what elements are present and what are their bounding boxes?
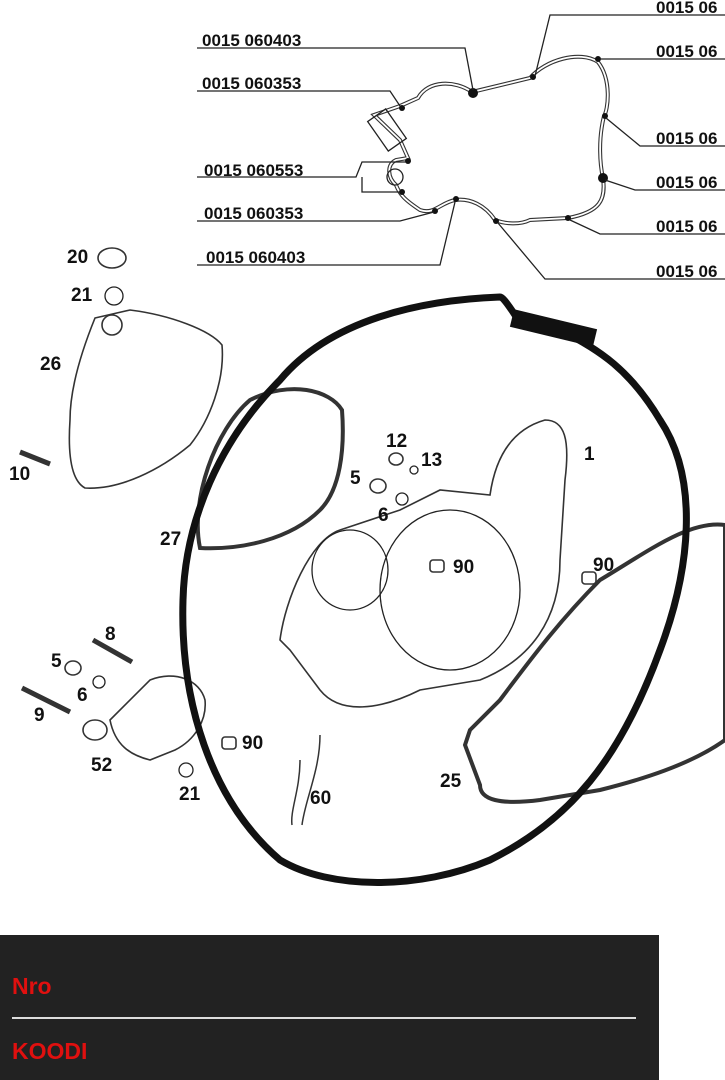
part-number: 52 — [91, 755, 112, 776]
part-number: 5 — [51, 651, 62, 672]
bolt — [19, 449, 51, 467]
top-gasket — [197, 14, 725, 280]
ignition-cover — [279, 419, 568, 708]
exploded-parts-diagram: 0015 060403 0015 060353 0015 060553 0015… — [9, 0, 725, 886]
marker-circle-annotation — [179, 293, 690, 886]
callout-label: 0015 06 — [656, 262, 717, 281]
oil-plug — [97, 247, 127, 269]
callout-label: 0015 060553 — [204, 161, 303, 180]
part-number: 1 — [584, 444, 595, 465]
part-number: 21 — [179, 784, 201, 805]
callout-label: 0015 060353 — [202, 74, 301, 93]
parts-table: Nro KOODI — [0, 935, 659, 1080]
column-header-nro: Nro — [12, 973, 52, 999]
callout-label: 0015 060403 — [202, 31, 301, 50]
callout-label: 0015 06 — [656, 217, 717, 236]
part-number: 21 — [71, 285, 93, 306]
callout-label: 0015 060353 — [204, 204, 303, 223]
part-number: 6 — [378, 505, 389, 526]
clutch-cover — [68, 309, 224, 489]
part-number: 25 — [440, 771, 462, 792]
callout-label: 0015 060403 — [206, 248, 305, 267]
part-number: 5 — [350, 468, 361, 489]
callout-label: 0015 06 — [656, 42, 717, 61]
part-number: 20 — [67, 247, 88, 268]
part-number: 90 — [242, 733, 263, 754]
divider — [12, 1017, 636, 1019]
part-numbers: 20 21 26 10 27 12 13 5 6 1 90 90 8 5 6 9… — [9, 247, 614, 809]
callout-label: 0015 06 — [656, 173, 717, 192]
part-number: 27 — [160, 529, 181, 550]
gasket-27 — [195, 387, 345, 551]
part-number: 6 — [77, 685, 88, 706]
o-ring — [104, 286, 124, 306]
part-number: 13 — [421, 450, 442, 471]
part-number: 10 — [9, 464, 30, 485]
column-header-koodi: KOODI — [12, 1038, 88, 1064]
part-number: 9 — [34, 705, 45, 726]
part-number: 90 — [593, 555, 614, 576]
callout-label: 0015 06 — [656, 129, 717, 148]
part-number: 90 — [453, 557, 474, 578]
part-number: 8 — [105, 624, 116, 645]
part-number: 12 — [386, 431, 407, 452]
part-number: 26 — [40, 354, 61, 375]
callout-label: 0015 06 — [656, 0, 717, 17]
part-number: 60 — [310, 788, 331, 809]
